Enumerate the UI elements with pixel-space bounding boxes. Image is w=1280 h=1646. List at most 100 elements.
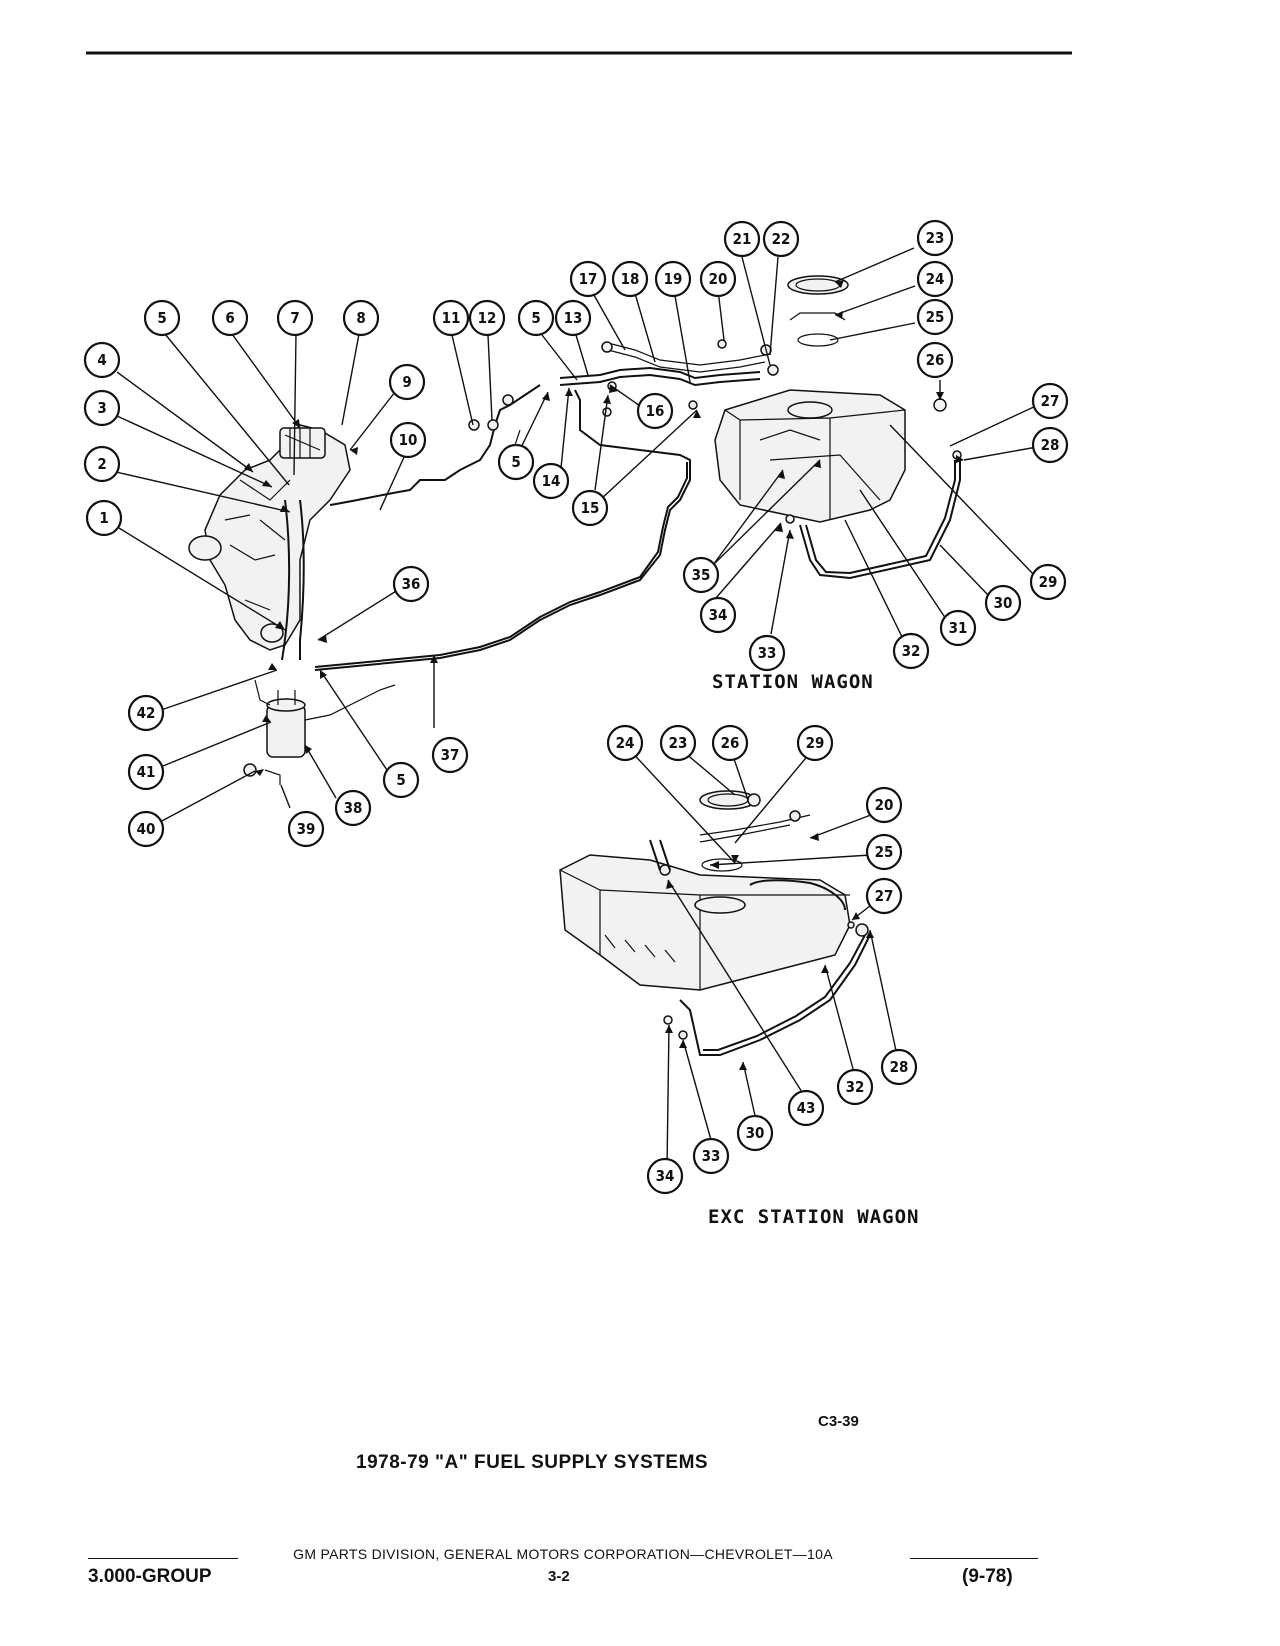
svg-text:33: 33 [702, 1147, 721, 1165]
svg-text:33: 33 [758, 644, 777, 662]
footer-publisher: GM PARTS DIVISION, GENERAL MOTORS CORPOR… [293, 1546, 833, 1562]
svg-text:3: 3 [97, 399, 106, 417]
footer-group: 3.000-GROUP [88, 1566, 212, 1587]
callout: 16 [636, 392, 674, 430]
arrowheads [244, 280, 964, 1070]
callout: 34 [699, 596, 737, 634]
callout: 29 [1029, 563, 1067, 601]
callout: 39 [287, 810, 325, 848]
svg-text:18: 18 [621, 270, 640, 288]
svg-text:5: 5 [511, 453, 520, 471]
svg-text:31: 31 [949, 619, 968, 637]
svg-text:34: 34 [656, 1167, 675, 1185]
svg-text:24: 24 [616, 734, 635, 752]
svg-text:16: 16 [646, 402, 665, 420]
callout: 15 [571, 489, 609, 527]
svg-text:9: 9 [402, 373, 411, 391]
sedan-tank [559, 790, 871, 1056]
station-wagon-label: STATION WAGON [712, 671, 874, 693]
callout: 26 [711, 724, 749, 762]
svg-text:13: 13 [564, 309, 583, 327]
callout: 37 [431, 736, 469, 774]
callout: 8 [342, 299, 380, 337]
svg-text:15: 15 [581, 499, 600, 517]
callout: 33 [692, 1137, 730, 1175]
svg-text:23: 23 [669, 734, 688, 752]
svg-text:36: 36 [402, 575, 421, 593]
callout: 5 [517, 299, 555, 337]
svg-text:22: 22 [772, 230, 791, 248]
station-wagon-tank [714, 275, 962, 580]
callout: 27 [865, 877, 903, 915]
svg-text:28: 28 [890, 1058, 909, 1076]
callout: 22 [762, 220, 800, 258]
svg-text:42: 42 [137, 704, 156, 722]
callout: 2 [83, 445, 121, 483]
callout: 30 [984, 584, 1022, 622]
svg-text:5: 5 [531, 309, 540, 327]
callout: 23 [659, 724, 697, 762]
callout: 26 [916, 341, 954, 379]
callout: 14 [532, 462, 570, 500]
callout: 25 [865, 833, 903, 871]
callout: 38 [334, 789, 372, 827]
svg-text:17: 17 [579, 270, 598, 288]
engine-callouts: 1 2 3 4 5 6 7 8 9 10 36 37 38 39 40 41 4… [83, 299, 469, 848]
svg-text:24: 24 [926, 270, 945, 288]
callout: 27 [1031, 382, 1069, 420]
callout: 9 [388, 363, 426, 401]
callout: 25 [916, 298, 954, 336]
callout: 7 [276, 299, 314, 337]
callout: 5 [382, 761, 420, 799]
callout: 32 [836, 1068, 874, 1106]
callout: 28 [880, 1048, 918, 1086]
engine-assembly [188, 384, 541, 785]
svg-text:27: 27 [875, 887, 894, 905]
figure-title: 1978-79 "A" FUEL SUPPLY SYSTEMS [356, 1452, 709, 1473]
callout: 19 [654, 260, 692, 298]
callout: 32 [892, 632, 930, 670]
svg-text:14: 14 [542, 472, 561, 490]
callout: 34 [646, 1157, 684, 1195]
callout: 43 [787, 1089, 825, 1127]
callout: 13 [554, 299, 592, 337]
callout: 6 [211, 299, 249, 337]
callout: 42 [127, 694, 165, 732]
svg-text:2: 2 [97, 455, 106, 473]
callout: 36 [392, 565, 430, 603]
callout: 23 [916, 219, 954, 257]
callout: 20 [865, 786, 903, 824]
svg-text:26: 26 [721, 734, 740, 752]
callout: 31 [939, 609, 977, 647]
svg-text:29: 29 [1039, 573, 1058, 591]
callout: 5 [497, 443, 535, 481]
wagon-callouts: 23 24 25 26 27 28 29 30 31 32 33 34 35 [682, 219, 1069, 672]
callout: 1 [85, 499, 123, 537]
svg-text:7: 7 [290, 309, 299, 327]
callout: 5 [143, 299, 181, 337]
svg-text:28: 28 [1041, 436, 1060, 454]
fuel-lines [314, 339, 779, 671]
svg-text:37: 37 [441, 746, 460, 764]
svg-text:32: 32 [902, 642, 921, 660]
callout: 12 [468, 299, 506, 337]
callout: 33 [748, 634, 786, 672]
svg-text:27: 27 [1041, 392, 1060, 410]
callout: 11 [432, 299, 470, 337]
svg-text:30: 30 [746, 1124, 765, 1142]
callout: 35 [682, 556, 720, 594]
svg-text:5: 5 [396, 771, 405, 789]
svg-text:19: 19 [664, 270, 683, 288]
callout: 17 [569, 260, 607, 298]
svg-text:6: 6 [225, 309, 234, 327]
svg-text:23: 23 [926, 229, 945, 247]
callout: 41 [127, 753, 165, 791]
svg-text:29: 29 [806, 734, 825, 752]
callout: 21 [723, 220, 761, 258]
leader-lines [115, 247, 1039, 1169]
svg-text:11: 11 [442, 309, 461, 327]
figure-code: C3-39 [818, 1413, 859, 1430]
svg-text:41: 41 [137, 763, 156, 781]
svg-text:25: 25 [875, 843, 894, 861]
svg-text:26: 26 [926, 351, 945, 369]
